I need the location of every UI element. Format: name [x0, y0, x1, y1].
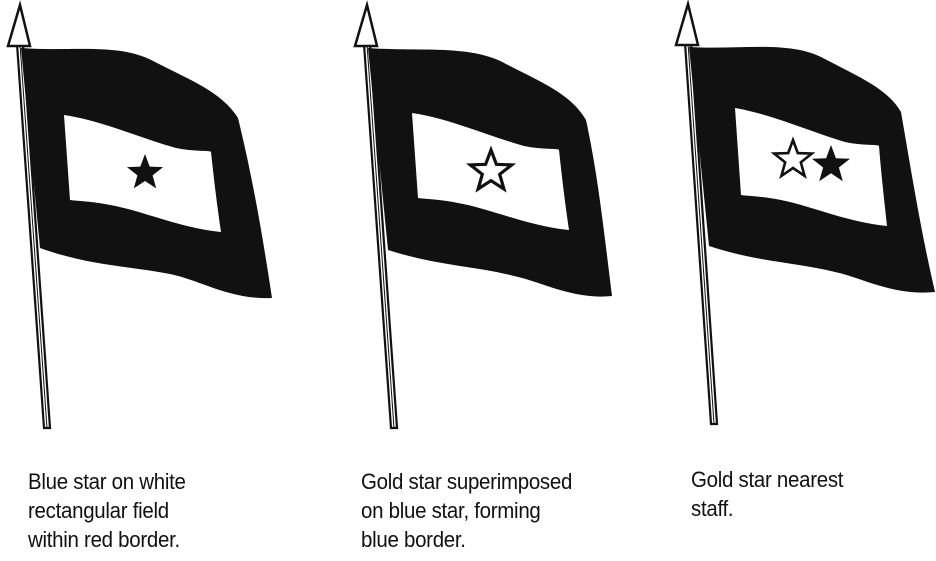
staff-finial [355, 5, 377, 46]
flag-panel-gold-over-blue [346, 0, 646, 440]
staff-finial [676, 4, 698, 45]
caption-line: blue border. [361, 525, 572, 554]
caption-gold-over-blue: Gold star superimposed on blue star, for… [361, 467, 572, 554]
caption-line: within red border. [28, 525, 186, 554]
caption-line: on blue star, forming [361, 496, 572, 525]
flag-panel-blue-star [0, 0, 300, 440]
flag-panel-gold-nearest-staff [665, 0, 936, 440]
caption-line: Gold star superimposed [361, 467, 572, 496]
caption-line: Blue star on white [28, 467, 186, 496]
caption-line: rectangular field [28, 496, 186, 525]
caption-blue-star: Blue star on white rectangular field wit… [28, 467, 186, 554]
caption-gold-nearest-staff: Gold star nearest staff. [691, 465, 843, 523]
staff-finial [8, 5, 30, 46]
caption-line: Gold star nearest [691, 465, 843, 494]
caption-line: staff. [691, 494, 843, 523]
